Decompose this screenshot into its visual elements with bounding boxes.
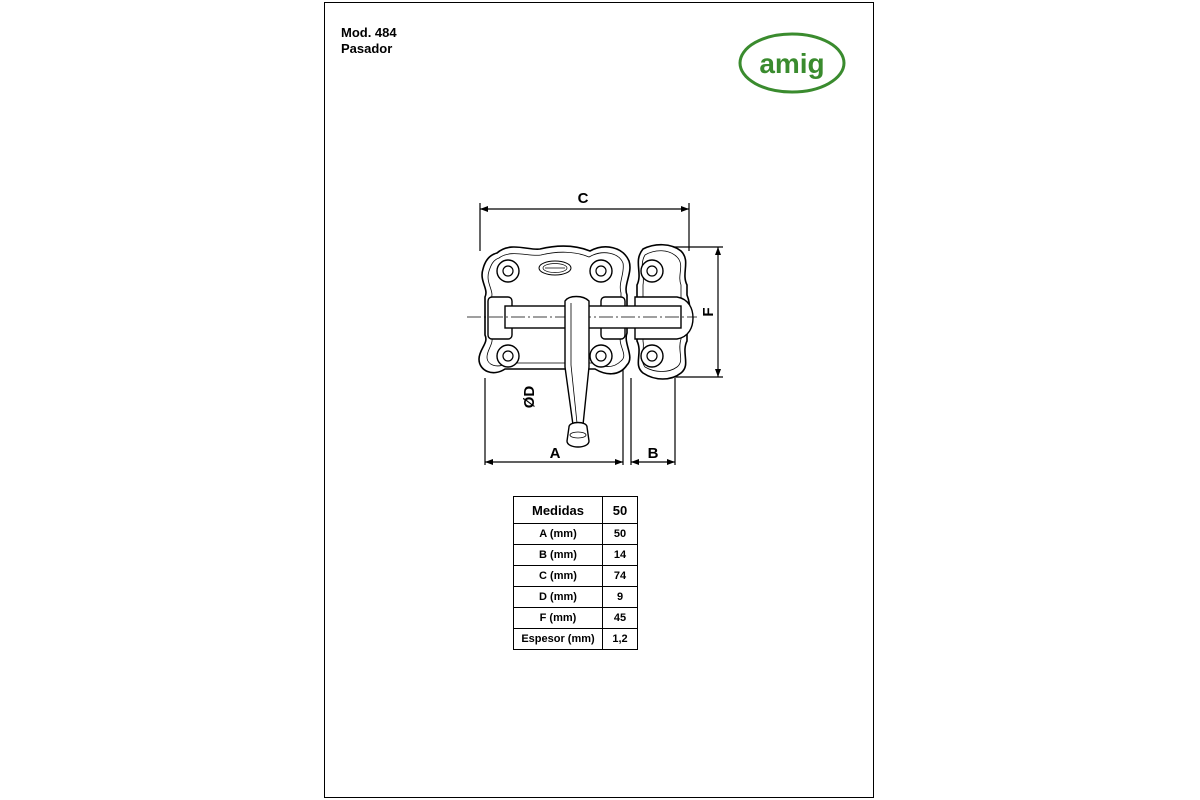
- table-row: A (mm) 50: [513, 523, 638, 545]
- table-cell: 74: [602, 565, 638, 587]
- embossed-logo-icon: [538, 260, 572, 276]
- model-header: Mod. 484 Pasador: [341, 25, 397, 57]
- table-row: D (mm) 9: [513, 586, 638, 608]
- screw-hole: [496, 344, 520, 368]
- table-cell: 9: [602, 586, 638, 608]
- dimension-label-a: A: [550, 445, 561, 462]
- table-cell: B (mm): [513, 544, 603, 566]
- table-cell: 50: [602, 523, 638, 545]
- table-cell: 1,2: [602, 628, 638, 650]
- screw-hole: [640, 259, 664, 283]
- dimension-label-d: ØD: [521, 386, 538, 409]
- bolt-rod: [504, 305, 682, 329]
- table-row: B (mm) 14: [513, 544, 638, 566]
- table-row: C (mm) 74: [513, 565, 638, 587]
- dimension-label-b: B: [648, 445, 659, 462]
- screw-hole: [589, 259, 613, 283]
- table-header-row: Medidas 50: [513, 496, 638, 524]
- table-cell: 14: [602, 544, 638, 566]
- spec-sheet: Mod. 484 Pasador amig: [324, 2, 874, 798]
- screw-hole: [589, 344, 613, 368]
- screw-hole: [640, 344, 664, 368]
- measurements-table: Medidas 50 A (mm) 50 B (mm) 14 C (mm) 74…: [513, 496, 638, 650]
- table-row: F (mm) 45: [513, 607, 638, 629]
- table-header-cell: Medidas: [513, 496, 603, 524]
- dimension-label-c: C: [578, 190, 589, 207]
- table-row: Espesor (mm) 1,2: [513, 628, 638, 650]
- dimension-label-f: F: [700, 307, 717, 316]
- model-number: Mod. 484: [341, 25, 397, 40]
- product-name: Pasador: [341, 41, 393, 56]
- handle-knob: [566, 421, 590, 448]
- technical-drawing: C F ØD A B: [467, 190, 723, 465]
- amig-logo: amig: [738, 32, 846, 94]
- table-cell: C (mm): [513, 565, 603, 587]
- table-cell: 45: [602, 607, 638, 629]
- screw-hole: [496, 259, 520, 283]
- table-cell: Espesor (mm): [513, 628, 603, 650]
- table-cell: F (mm): [513, 607, 603, 629]
- logo-text: amig: [759, 48, 824, 79]
- table-header-cell: 50: [602, 496, 638, 524]
- bolt-handle: [564, 295, 590, 431]
- table-cell: A (mm): [513, 523, 603, 545]
- table-cell: D (mm): [513, 586, 603, 608]
